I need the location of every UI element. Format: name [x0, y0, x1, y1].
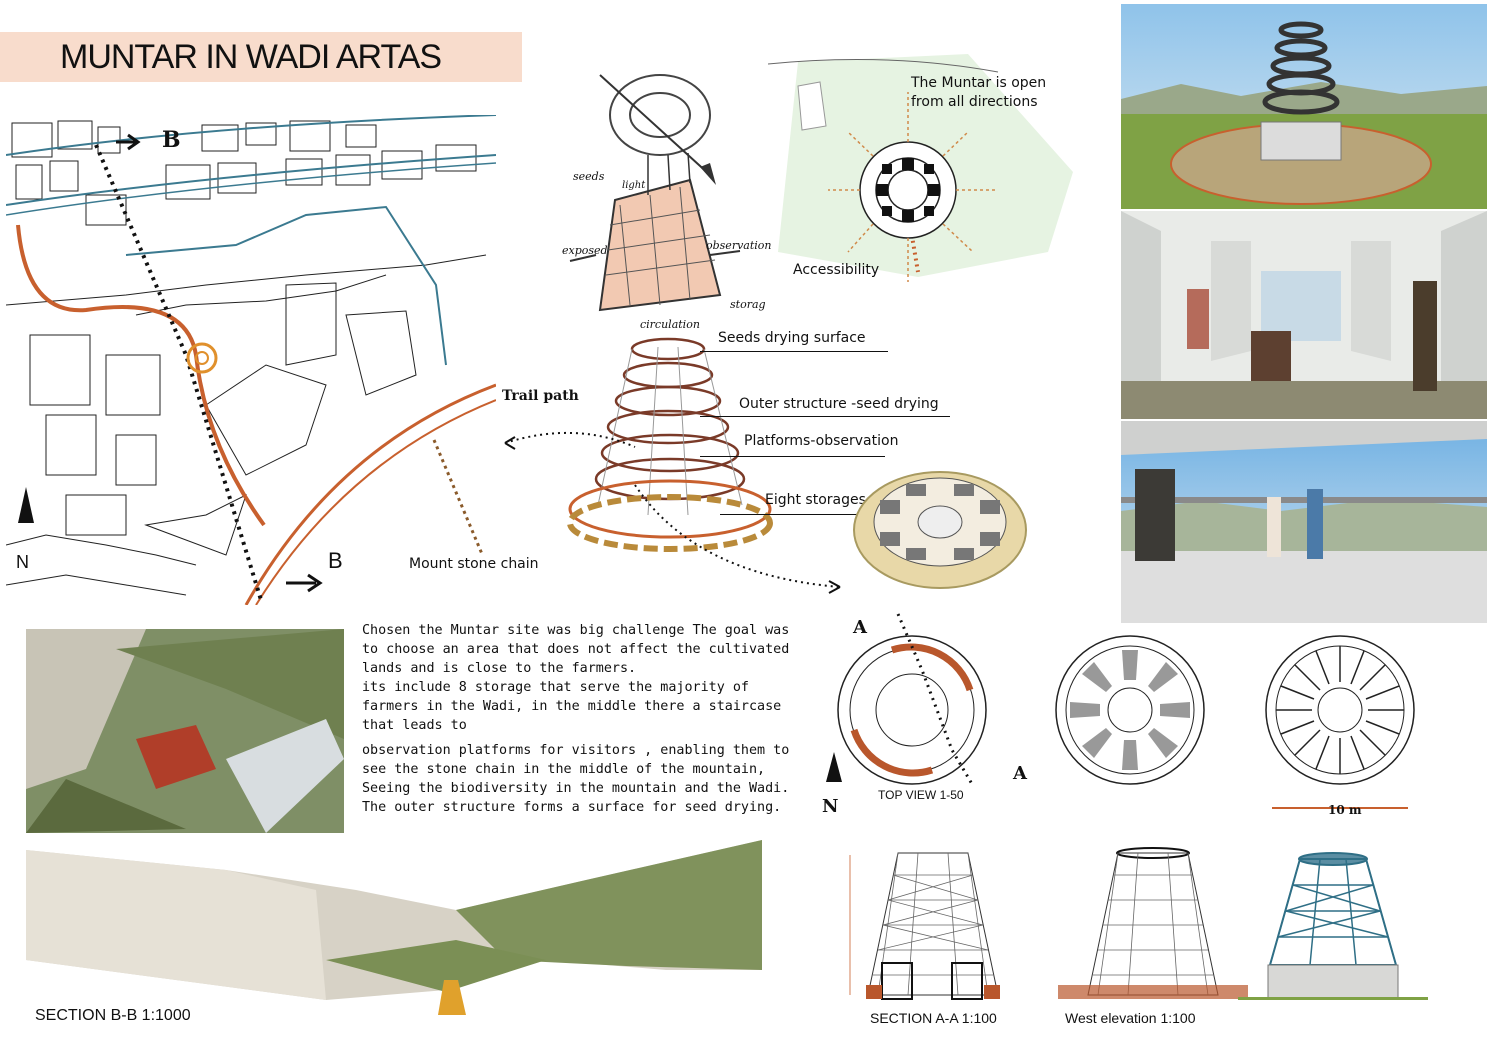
- axo-label-outer-structure: Outer structure -seed drying: [739, 396, 939, 412]
- stone-chain-label: Mount stone chain: [409, 556, 539, 572]
- section-bb-caption: SECTION B-B 1:1000: [35, 1007, 191, 1024]
- axo-leader-4: [720, 514, 875, 515]
- axo-label-seeds-surface: Seeds drying surface: [718, 330, 866, 346]
- sketch-light: light: [622, 180, 646, 191]
- section-bb-panorama: [26, 840, 762, 1015]
- interior-storage-photo: [1121, 211, 1487, 419]
- sketch-storage: storage: [730, 298, 766, 311]
- north-label-plan: N: [822, 796, 839, 817]
- description-p3: observation platforms for visitors , ena…: [362, 743, 790, 815]
- plans-drawing: [826, 613, 1415, 809]
- trail-path-label: Trail path: [502, 388, 579, 404]
- storage-plan-perspective: [853, 471, 1027, 589]
- accessibility-line1: The Muntar is open: [911, 75, 1047, 91]
- title-band: [0, 32, 522, 82]
- axo-label-platforms: Platforms-observation: [744, 433, 899, 449]
- accessibility-label: Accessibility: [793, 262, 880, 278]
- accessibility-line2: from all directions: [911, 94, 1038, 110]
- section-elevation-drawings: [849, 847, 1428, 1000]
- dimension-label: 10 m: [1328, 803, 1362, 817]
- site-map: [6, 115, 496, 605]
- axo-leader-2: [700, 416, 950, 417]
- stone-chain-line: [432, 439, 484, 555]
- sketch-observation: observation: [706, 239, 772, 252]
- aerial-site-photo: [26, 629, 344, 833]
- west-elevation-caption: West elevation 1:100: [1065, 1010, 1196, 1026]
- dotted-link-arrows: [504, 432, 841, 594]
- observation-platform-photo: [1121, 421, 1487, 623]
- concept-sketch: [569, 74, 741, 312]
- axo-label-storages: Eight storages: [765, 492, 866, 508]
- section-mark-a-top: A: [853, 617, 867, 638]
- axo-leader-3: [700, 456, 885, 457]
- section-mark-b-bottom: B: [328, 548, 343, 573]
- section-mark-a-bottom: A: [1013, 763, 1027, 784]
- sketch-exposed: exposed: [562, 244, 608, 257]
- description-p2: its include 8 storage that serve the maj…: [362, 680, 782, 733]
- description-p1: Chosen the Muntar site was big challenge…: [362, 623, 790, 676]
- accessibility-diagram: [768, 54, 1073, 282]
- sketch-circulation: circulation: [640, 318, 700, 331]
- axo-leader-1: [700, 351, 888, 352]
- axonometric-drawing: [567, 337, 773, 552]
- exterior-render-photo: [1121, 4, 1487, 209]
- site-description: Chosen the Muntar site was big challenge…: [362, 621, 792, 817]
- sketch-seeds: seeds: [573, 170, 605, 183]
- north-label-map: N: [16, 552, 29, 572]
- page-title: MUNTAR IN WADI ARTAS: [60, 38, 442, 76]
- top-view-caption: TOP VIEW 1-50: [878, 788, 964, 802]
- section-mark-b-top: B: [162, 127, 181, 153]
- section-aa-caption: SECTION A-A 1:100: [870, 1010, 997, 1026]
